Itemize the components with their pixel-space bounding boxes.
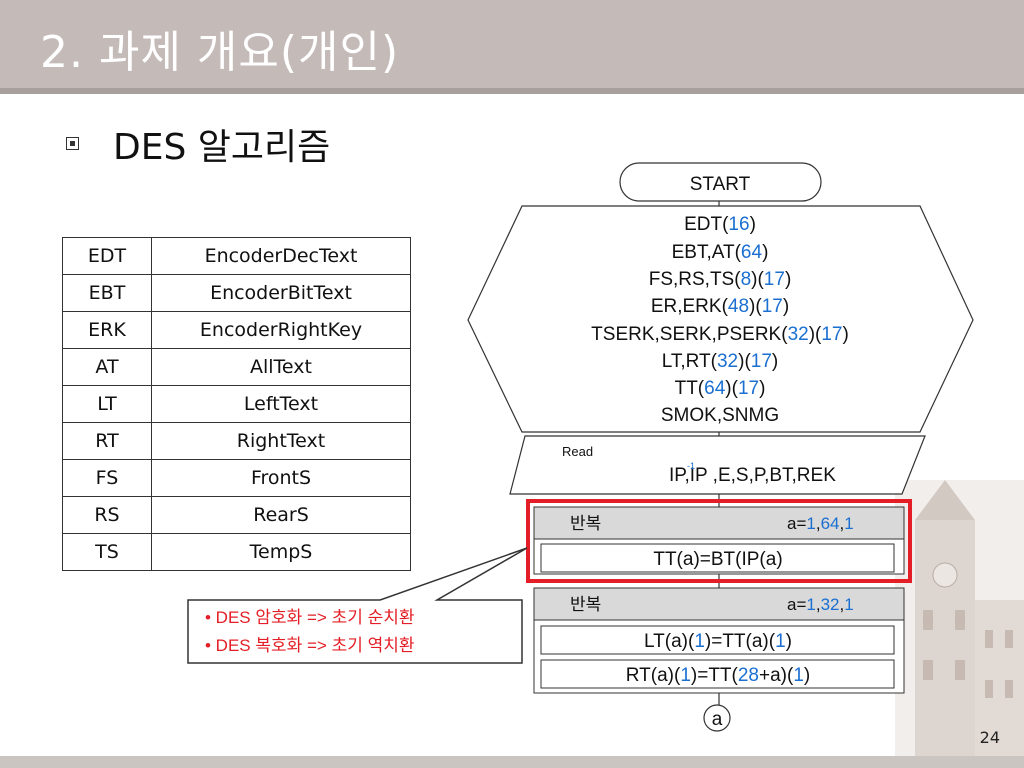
read-label: Read	[562, 444, 593, 459]
read-text: IP,IP ,E,S,P,BT,REK	[669, 465, 836, 486]
slide-subtitle: DES 알고리즘	[113, 127, 331, 168]
loop1-body: TT(a)=BT(IP(a)	[653, 549, 782, 570]
loop1-highlight	[526, 499, 912, 583]
bullet-icon	[66, 137, 79, 150]
fullname-cell: AllText	[151, 348, 411, 386]
slide-title: 2. 과제 개요(개인)	[40, 27, 400, 78]
loop2-label: 반복	[570, 595, 601, 614]
title-bar: 2. 과제 개요(개인)	[0, 0, 1024, 94]
abbr-cell: LT	[62, 385, 152, 423]
page-number: 24	[979, 728, 1000, 747]
loop2-line1: LT(a)(1)=TT(a)(1)	[644, 631, 792, 652]
declaration-line: TSERK,SERK,PSERK(32)(17)	[591, 324, 849, 345]
connector-circle	[703, 704, 731, 732]
loop1-label: 반복	[570, 514, 601, 533]
loop1-body-box	[540, 543, 895, 573]
fullname-cell: EncoderRightKey	[151, 311, 411, 349]
loop1-header	[533, 506, 905, 540]
loop2-line2: RT(a)(1)=TT(28+a)(1)	[626, 665, 810, 686]
loop2-line1-box	[540, 625, 895, 655]
fullname-cell: TempS	[151, 533, 411, 571]
abbr-cell: RS	[62, 496, 152, 534]
abbr-cell: AT	[62, 348, 152, 386]
fullname-cell: EncoderBitText	[151, 274, 411, 312]
fullname-cell: EncoderDecText	[151, 237, 411, 275]
read-superscript: -1	[687, 461, 695, 471]
callout-line1: • DES 암호화 => 초기 순치환	[205, 608, 415, 627]
fullname-cell: RightText	[151, 422, 411, 460]
loop2-header	[533, 587, 905, 621]
callout-box	[187, 547, 528, 664]
fullname-cell: LeftText	[151, 385, 411, 423]
declaration-line: TT(64)(17)	[675, 378, 766, 399]
read-parallelogram	[509, 435, 926, 495]
loop2-counter: a=1,32,1	[787, 595, 854, 614]
declaration-hexagon	[467, 205, 974, 433]
abbr-cell: RT	[62, 422, 152, 460]
loop2-line2-box	[540, 659, 895, 689]
declaration-line: EBT,AT(64)	[672, 242, 769, 263]
start-label: START	[690, 174, 751, 195]
connector-label: a	[712, 709, 723, 730]
declaration-line: LT,RT(32)(17)	[662, 351, 779, 372]
declaration-line: SMOK,SNMG	[661, 405, 779, 426]
background-building-image	[895, 480, 1024, 756]
declaration-line: FS,RS,TS(8)(17)	[649, 269, 792, 290]
bottom-band	[0, 756, 1024, 768]
fullname-cell: RearS	[151, 496, 411, 534]
abbr-cell: TS	[62, 533, 152, 571]
declaration-line: ER,ERK(48)(17)	[651, 296, 789, 317]
callout-line2: • DES 복호화 => 초기 역치환	[205, 636, 415, 655]
loop1-counter: a=1,64,1	[787, 514, 854, 533]
abbr-cell: EBT	[62, 274, 152, 312]
start-terminator	[619, 162, 822, 202]
abbr-cell: ERK	[62, 311, 152, 349]
declaration-line: EDT(16)	[684, 214, 756, 235]
